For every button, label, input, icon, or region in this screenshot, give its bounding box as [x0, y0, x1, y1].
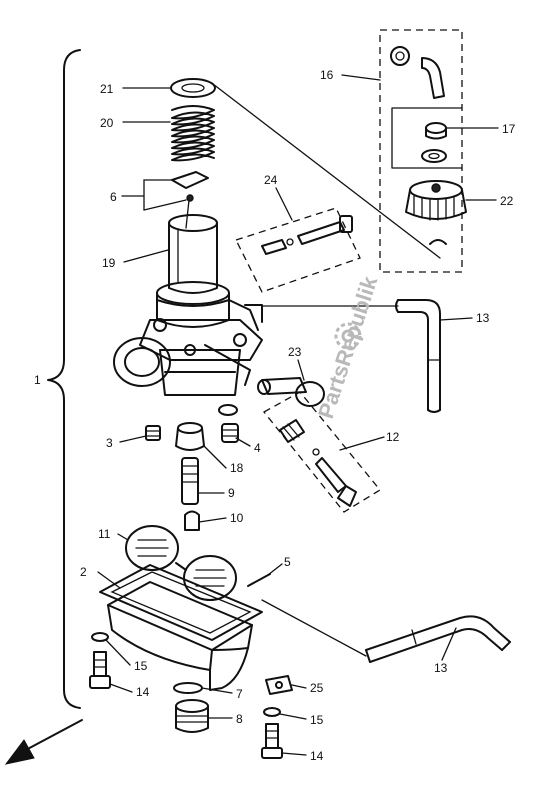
callout-6: 6	[110, 190, 117, 204]
callout-22: 22	[500, 194, 514, 208]
callout-10: 10	[230, 511, 244, 525]
needle-jet-holder-part	[175, 422, 205, 451]
callout-24: 24	[264, 173, 278, 187]
callout-15-right: 15	[310, 713, 324, 727]
callout-11: 11	[98, 527, 111, 541]
callout-23: 23	[288, 345, 302, 359]
callout-25: 25	[310, 681, 324, 695]
top-cap-group	[379, 29, 467, 273]
throttle-spring-part	[171, 105, 215, 162]
washer-right-part	[263, 707, 281, 717]
callout-9: 9	[228, 486, 235, 500]
carburetor-body	[113, 281, 263, 396]
callout-21: 21	[100, 82, 114, 96]
throttle-stop-screw-group	[235, 207, 361, 293]
screw-left-part	[89, 651, 111, 689]
float-bowl-gasket-part	[99, 564, 263, 641]
assembly-leader-line	[212, 83, 441, 259]
assembly-bracket	[47, 49, 81, 709]
callout-15-left: 15	[134, 659, 148, 673]
screw-right-part	[261, 723, 283, 759]
callout-labels: 1 2 3 4 5 6 7 8 9 10 11 12 13 13 14 14 1…	[34, 68, 516, 763]
top-washer-part	[170, 78, 216, 98]
needle-clip-part	[171, 171, 209, 229]
callout-13-bottom: 13	[434, 661, 448, 675]
o-ring-part	[173, 682, 203, 694]
float-part	[125, 525, 237, 601]
main-jet-nozzle-part	[184, 510, 200, 531]
callout-17: 17	[502, 122, 516, 136]
callout-16: 16	[320, 68, 334, 82]
float-pin-part	[247, 573, 271, 587]
callout-14-left: 14	[136, 685, 150, 699]
callout-3: 3	[106, 436, 113, 450]
callout-4: 4	[254, 441, 261, 455]
callout-1: 1	[34, 373, 41, 387]
throttle-valve-part	[168, 214, 218, 294]
starter-jet-part	[218, 404, 239, 443]
washer-left-part	[91, 632, 109, 642]
plate-part	[265, 675, 293, 695]
callout-13-top: 13	[476, 311, 490, 325]
front-direction-arrow-icon	[4, 719, 83, 765]
main-jet-part	[181, 457, 199, 505]
svg-text:PartsRepublik: PartsRepublik	[313, 272, 383, 421]
callout-7: 7	[236, 687, 243, 701]
pilot-jet-part	[145, 425, 161, 441]
callout-20: 20	[100, 116, 114, 130]
callout-14-right: 14	[310, 749, 324, 763]
callout-18: 18	[230, 461, 244, 475]
pilot-screw-group	[263, 391, 381, 513]
callout-2: 2	[80, 565, 87, 579]
watermark-gear-icon	[334, 322, 362, 350]
drain-plug-part	[175, 699, 209, 733]
callout-8: 8	[236, 712, 243, 726]
callout-5: 5	[284, 555, 291, 569]
float-bowl-part	[107, 581, 253, 691]
overflow-hose-part	[261, 599, 511, 663]
starter-plunger-part	[257, 377, 325, 407]
watermark: PartsRepublik	[313, 272, 383, 421]
callout-19: 19	[102, 256, 116, 270]
callout-12: 12	[386, 430, 400, 444]
fuel-hose-top-part	[261, 299, 441, 413]
leader-lines	[97, 74, 499, 756]
